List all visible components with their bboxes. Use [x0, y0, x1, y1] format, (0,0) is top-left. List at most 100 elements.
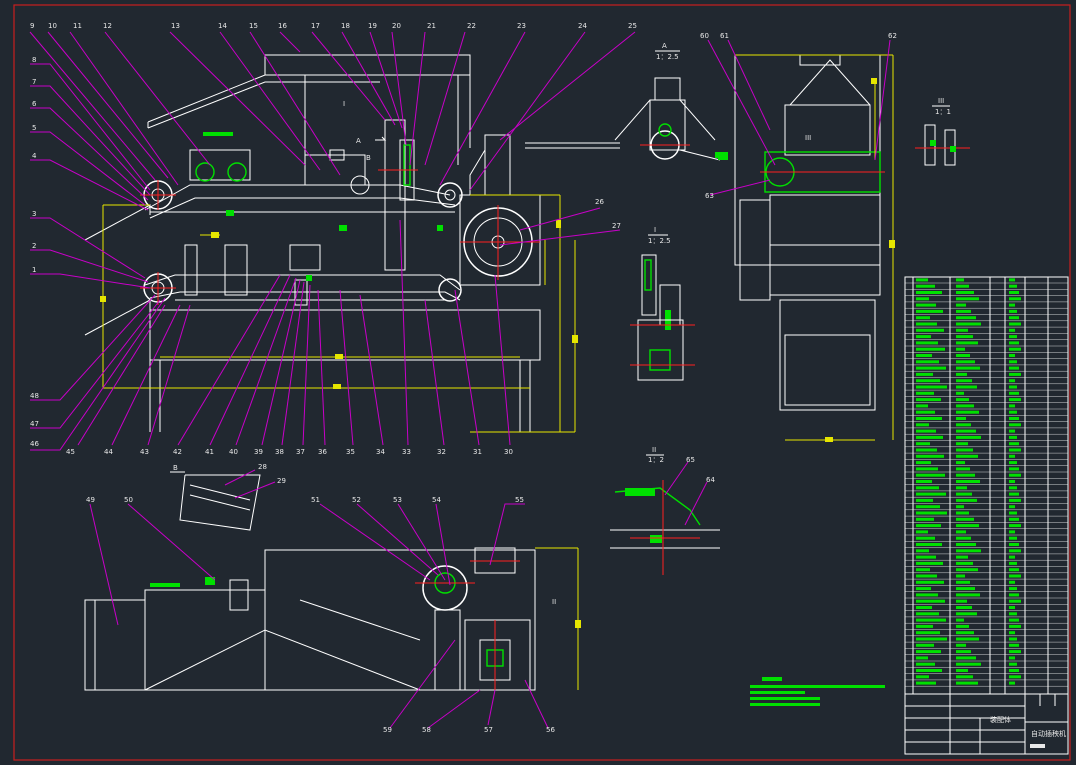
callout-42: 42 [173, 448, 182, 456]
callout-23: 23 [517, 22, 526, 30]
parts-list-cell [956, 612, 977, 616]
parts-list-cell [916, 486, 939, 490]
parts-list-cell [1009, 517, 1019, 521]
parts-list-cell [916, 511, 947, 515]
parts-list-cell [956, 360, 975, 364]
callout-60: 60 [700, 32, 709, 40]
parts-list-cell [956, 631, 974, 635]
parts-list-cell [956, 517, 974, 521]
callout-56: 56 [546, 726, 555, 734]
parts-list-cell [916, 549, 929, 553]
parts-list-cell [1009, 284, 1017, 288]
callout-leaders-bottom [77, 219, 511, 446]
parts-list-cell [956, 536, 971, 540]
callout-2: 2 [32, 242, 36, 250]
callout-40: 40 [229, 448, 238, 456]
parts-list-cell [1009, 366, 1019, 370]
callout-32: 32 [437, 448, 446, 456]
parts-list-cell [956, 530, 966, 534]
parts-list-cell [1009, 354, 1015, 357]
callout-38: 38 [275, 448, 284, 456]
parts-list-cell [956, 454, 978, 458]
parts-list-cell [956, 354, 970, 357]
callout-49: 49 [86, 496, 95, 504]
parts-list-cell [956, 580, 970, 584]
callout-8: 8 [32, 56, 36, 64]
parts-list-cell [956, 341, 978, 345]
parts-list-cell [1009, 637, 1017, 641]
parts-list-cell [1009, 650, 1021, 654]
parts-list-cell [916, 637, 947, 641]
parts-list-cell [956, 391, 964, 395]
parts-list-cell [1009, 372, 1021, 376]
parts-list-cell [1009, 656, 1015, 660]
callout-45: 45 [66, 448, 75, 456]
callout-12: 12 [103, 22, 112, 30]
parts-list-cell [916, 410, 935, 414]
parts-list-cell [916, 662, 935, 666]
parts-list-cell [1009, 309, 1017, 313]
parts-list-cell [956, 599, 967, 603]
parts-list-cell [916, 631, 940, 635]
parts-list-cell [1009, 448, 1021, 452]
parts-list-cell [916, 656, 928, 660]
parts-list-cell [916, 624, 933, 628]
view-i: I 1：2.5 [630, 226, 695, 381]
parts-list-cell [916, 316, 930, 320]
drawing-frame [13, 4, 1071, 761]
callout-46: 46 [30, 440, 39, 448]
parts-list-cell [1009, 454, 1015, 458]
parts-list-cell [916, 650, 941, 654]
parts-list-cell [1009, 662, 1017, 666]
callout-4: 4 [32, 152, 37, 160]
parts-list-cell [956, 669, 968, 672]
parts-list-cell [956, 561, 973, 565]
parts-list-cell [1009, 467, 1019, 471]
callout-39: 39 [254, 448, 263, 456]
parts-list-cell [916, 587, 931, 591]
parts-list-cell [1009, 643, 1019, 647]
parts-list-cell [956, 385, 977, 389]
marker-iii: III [805, 134, 811, 142]
parts-list-cell [916, 404, 928, 408]
parts-list-cell [1009, 580, 1015, 584]
marker-ii: II [552, 598, 556, 606]
parts-list-cell [916, 379, 940, 383]
parts-list-rows [905, 278, 1068, 687]
parts-list-cell [956, 316, 976, 320]
parts-list-cell [916, 599, 945, 603]
parts-list-cell [956, 322, 981, 326]
parts-list-cell [1009, 669, 1019, 672]
parts-list-cell [956, 587, 975, 591]
parts-list-cell [1009, 631, 1015, 635]
parts-list-cell [916, 536, 935, 540]
parts-list-cell [916, 492, 946, 496]
machine-name: 自动插秧机 [1031, 729, 1066, 738]
parts-list-cell [916, 555, 936, 559]
marker-a: A [356, 137, 361, 145]
callout-22: 22 [467, 22, 476, 30]
parts-list-cell [916, 593, 938, 597]
callout-61: 61 [720, 32, 729, 40]
parts-list-cell [1009, 599, 1021, 603]
parts-list-cell [956, 524, 979, 528]
callout-35: 35 [346, 448, 355, 456]
parts-list-cell [1009, 681, 1015, 685]
parts-list-cell [916, 574, 937, 578]
parts-list-cell [956, 404, 974, 408]
callout-18: 18 [341, 22, 350, 30]
parts-list-cell [956, 297, 979, 301]
parts-list-cell [956, 303, 966, 307]
callout-47: 47 [30, 420, 39, 428]
parts-list-cell [1009, 335, 1017, 339]
view-a-scale: 1：2.5 [656, 53, 679, 61]
parts-list-cell [916, 568, 930, 572]
parts-list-cell [916, 442, 930, 446]
side-view: 60 61 62 63 III [700, 32, 897, 442]
callout-44: 44 [104, 448, 113, 456]
parts-list-cell [916, 467, 938, 471]
callout-11: 11 [73, 22, 82, 30]
parts-list-cell [1009, 404, 1015, 408]
parts-list-cell [916, 517, 934, 521]
parts-list-cell [956, 650, 971, 654]
